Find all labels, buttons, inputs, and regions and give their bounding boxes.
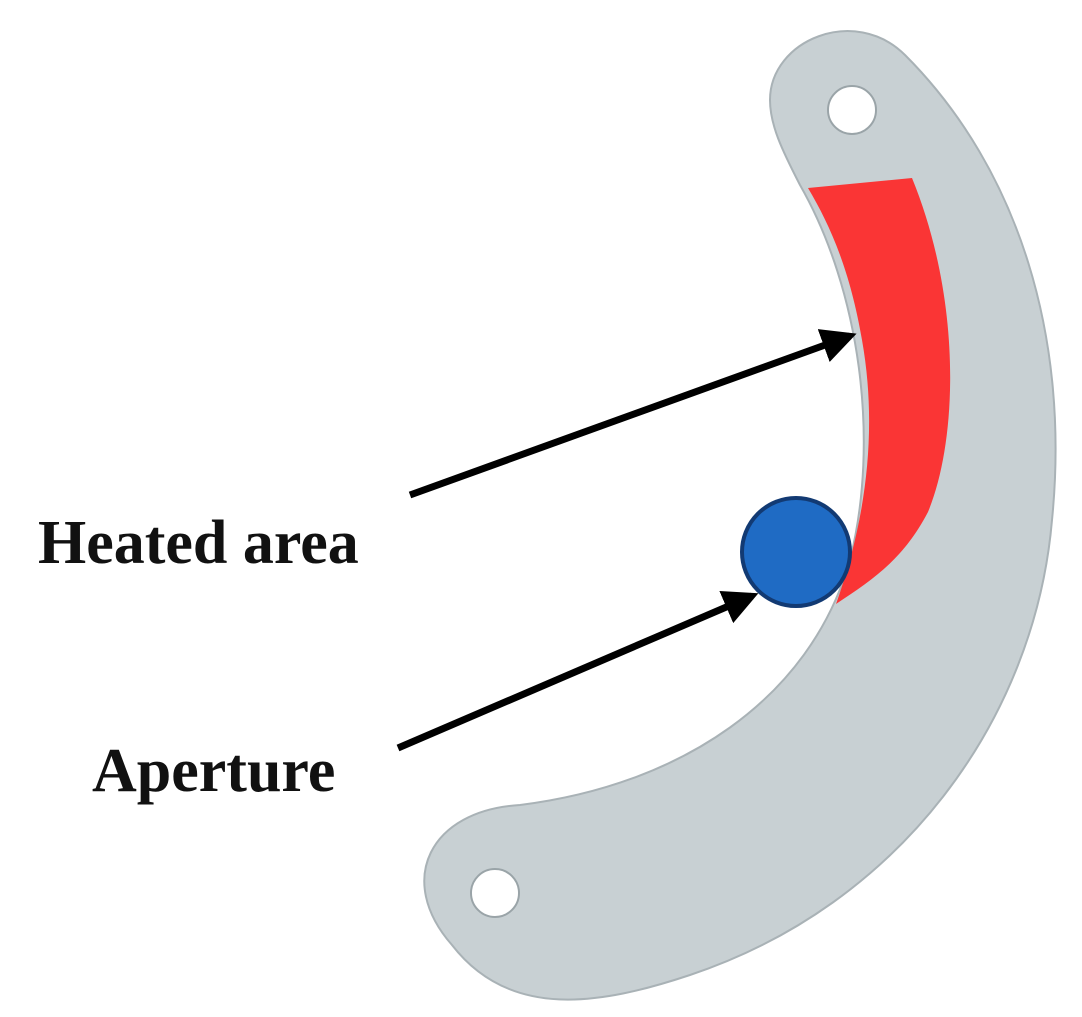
aperture-arrow — [396, 590, 759, 752]
heated-area-label: Heated area — [38, 509, 359, 577]
curved-bracket — [423, 30, 1057, 1001]
heated-area-region — [808, 178, 951, 604]
aperture-label: Aperture — [92, 737, 336, 805]
mounting-hole-top — [827, 85, 877, 135]
heated-area-arrow — [408, 329, 857, 499]
mounting-hole-bottom — [470, 868, 520, 918]
aperture-circle — [740, 496, 852, 608]
